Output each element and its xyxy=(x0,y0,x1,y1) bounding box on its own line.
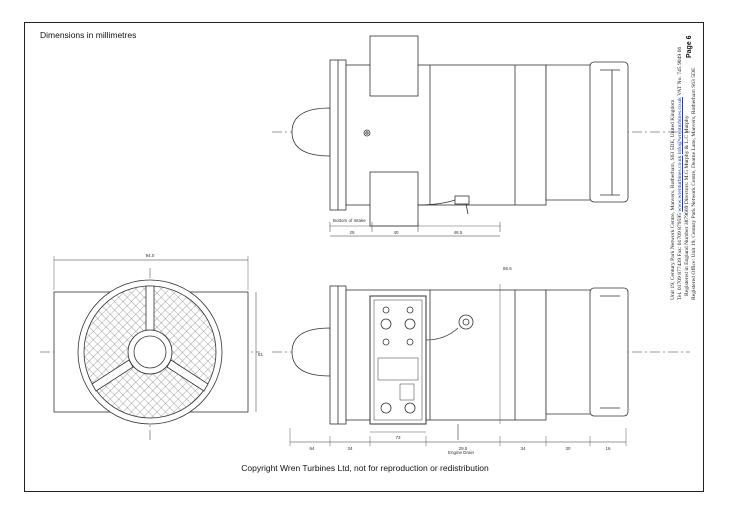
side-dim-6: 30 xyxy=(565,446,571,451)
front-height-dim: 81 xyxy=(258,352,264,357)
company-address-line-4: Registered Office: Unit 19, Century Park… xyxy=(691,67,697,300)
company-address-line-3: Registered in England Number 3879669 Dir… xyxy=(684,115,690,296)
page-label: Page 6 xyxy=(686,35,693,58)
top-dim-1: 25 xyxy=(349,230,355,235)
side-view xyxy=(272,284,690,446)
front-width-dim: 94.0 xyxy=(146,253,155,258)
front-view xyxy=(40,256,260,440)
top-callout: Bottom of Intake xyxy=(333,218,366,223)
top-dim-2: 40 xyxy=(393,230,399,235)
side-dim-5: 34 xyxy=(520,446,526,451)
units-note: Dimensions in millimetres xyxy=(40,30,137,40)
top-view xyxy=(272,35,690,237)
side-dim-3: 73 xyxy=(395,435,401,440)
side-dim-4: 29.5 xyxy=(459,446,468,451)
top-dim-3: 48.5 xyxy=(454,230,463,235)
sheet-border xyxy=(24,22,704,492)
company-address-line-2: Tel. 01709 877439 Fax: 01709 879595 www.… xyxy=(677,46,683,300)
side-dim-7: 16 xyxy=(605,446,611,451)
engine-drain-label: Engine Drain xyxy=(448,450,475,455)
company-address-line-1: Unit 19, Century Park Network Centre, Ma… xyxy=(670,99,676,300)
side-dim-2: 34 xyxy=(347,446,353,451)
side-dim-1: 64 xyxy=(309,446,315,451)
copyright-notice: Copyright Wren Turbines Ltd, not for rep… xyxy=(241,463,489,473)
website-link[interactable]: www.wrenturbines.co.uk xyxy=(677,155,683,212)
email-link[interactable]: info@wrenturbines.co.uk xyxy=(677,97,683,155)
side-vertical-dim: 86.5 xyxy=(503,266,512,271)
